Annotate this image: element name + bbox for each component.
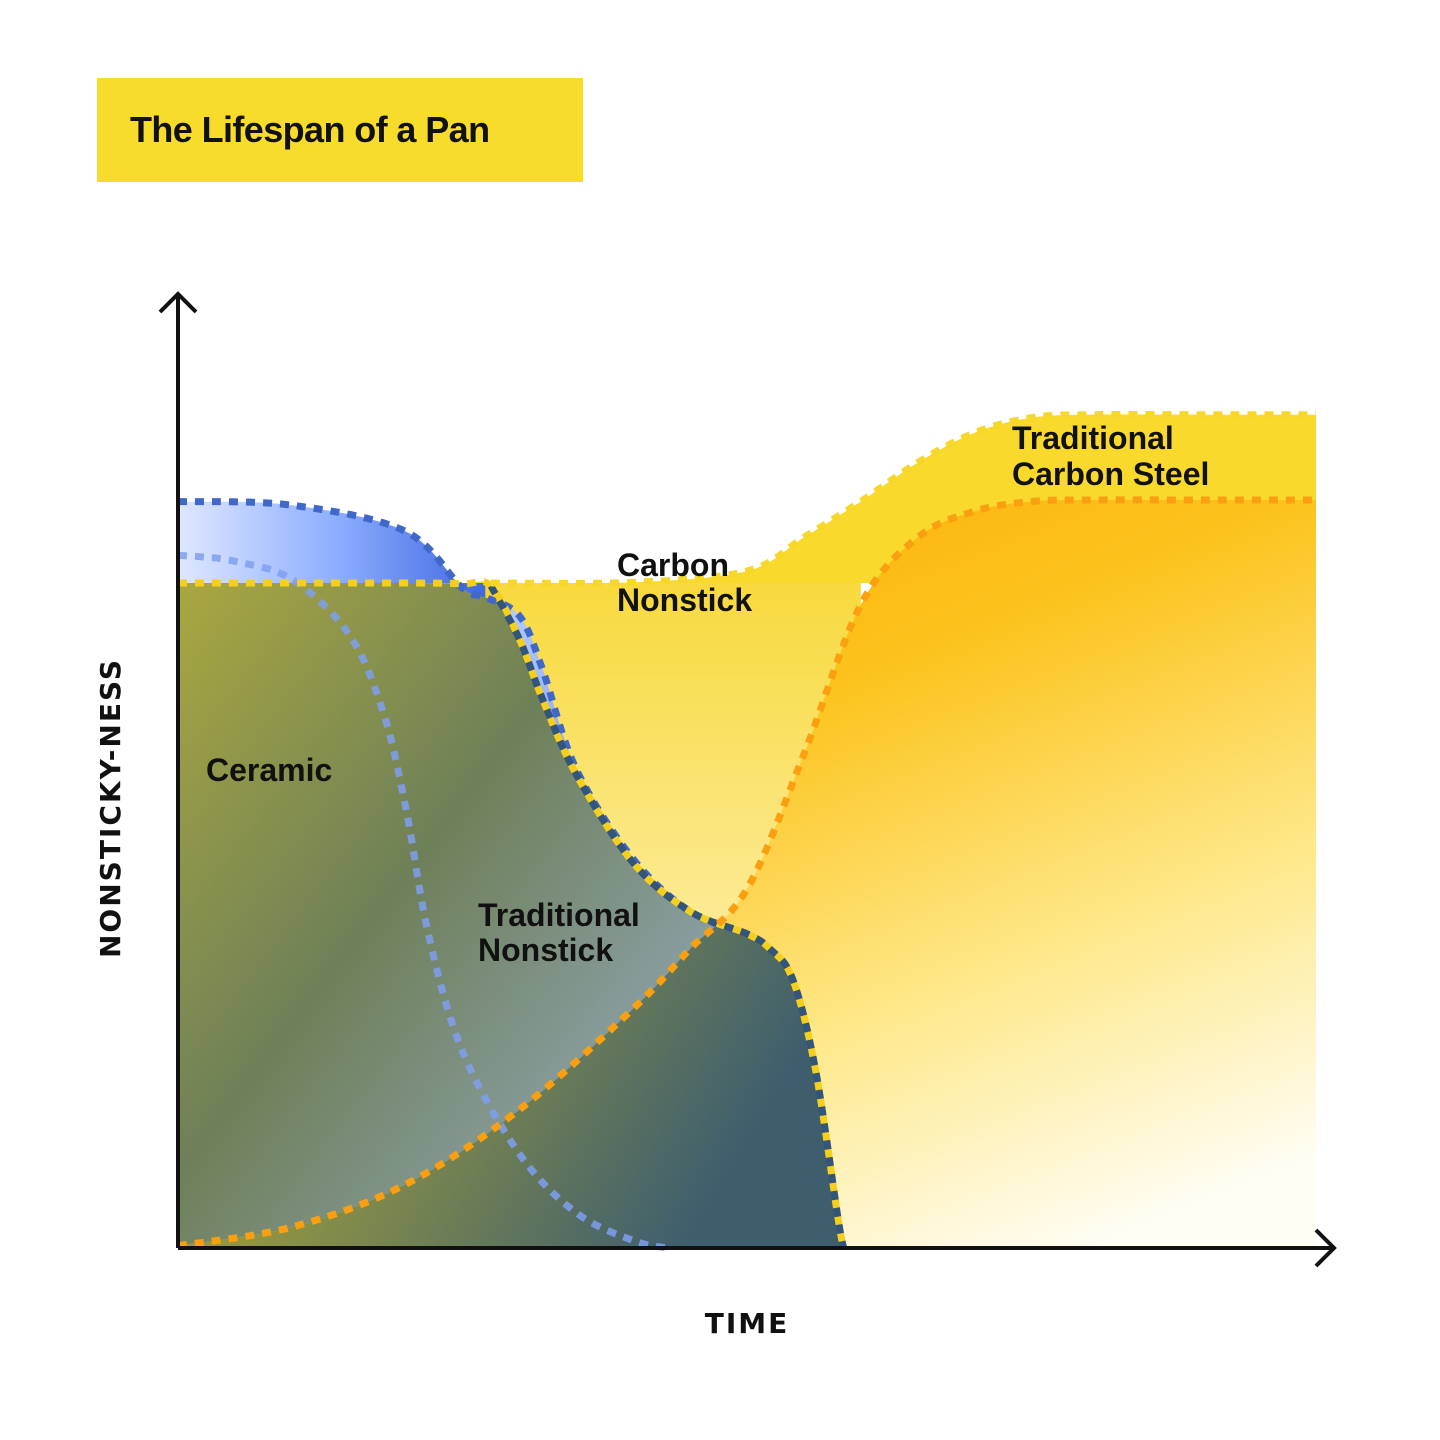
y-axis-label: NONSTICKY-NESS [94,658,127,958]
line-traditional-nonstick [177,498,749,938]
label-traditional-nonstick: Traditional Nonstick [478,897,649,968]
area-traditional-carbon-steel [178,499,1316,1248]
label-traditional-nonstick-line1: Traditional [478,897,640,933]
label-traditional-nonstick-line2: Nonstick [478,932,613,968]
series-areas [178,414,1316,1248]
line-traditional-carbon-steel [177,496,1316,1250]
line-carbon-nonstick-top [177,577,848,1249]
x-axis-label: TIME [705,1307,790,1340]
line-ceramic [177,551,669,1252]
label-carbon-nonstick-line2: Nonstick [617,582,752,618]
label-traditional-carbon-steel: Traditional Carbon Steel [1012,420,1209,492]
axes [158,291,1337,1268]
line-upper-yellow [490,410,1316,587]
chart-title-box: The Lifespan of a Pan [97,78,583,182]
y-axis-arrow-icon [158,291,198,314]
line-carbon-nonstick [487,584,848,1249]
label-steel-line1: Traditional [1012,420,1174,456]
series-outlines [177,410,1316,1252]
label-ceramic: Ceramic [206,752,332,788]
chart-title: The Lifespan of a Pan [130,109,490,150]
area-traditional-nonstick-top [178,501,486,598]
label-carbon-nonstick: Carbon Nonstick [617,547,752,618]
label-carbon-nonstick-line1: Carbon [617,547,729,583]
label-steel-line2: Carbon Steel [1012,456,1209,492]
x-axis-arrow-icon [1314,1228,1337,1268]
